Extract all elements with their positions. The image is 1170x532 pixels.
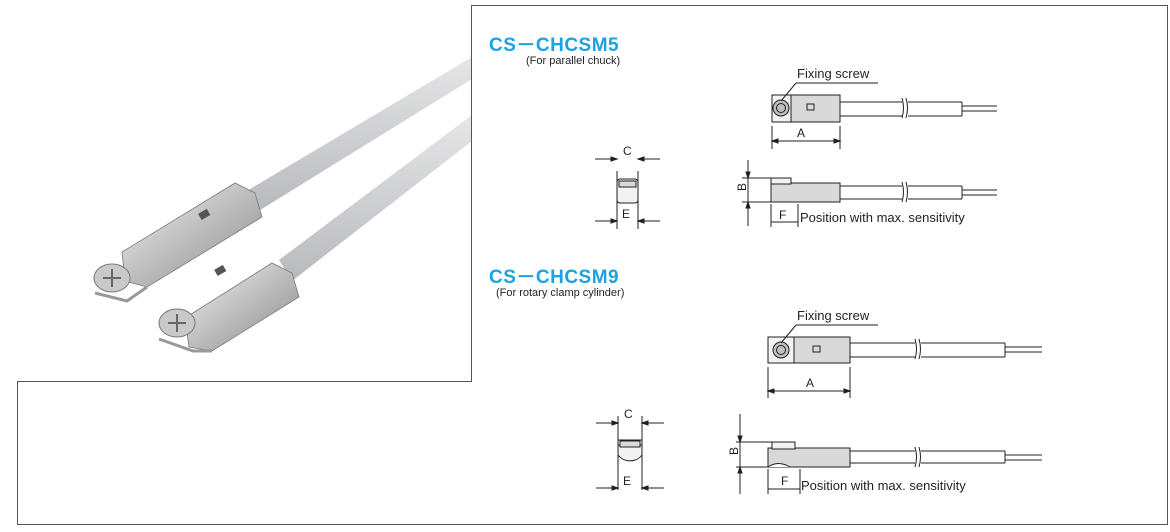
chcsm9-position-note: Position with max. sensitivity: [801, 478, 966, 493]
model-code-chcsm9: CS－CHCSM9: [489, 267, 620, 288]
chcsm9-side-view: [736, 414, 1042, 494]
product-photo: [17, 5, 472, 382]
chcsm5-dim-a: A: [797, 126, 805, 140]
chcsm9-dim-f: F: [781, 474, 788, 488]
sensor-photo-illustration: [93, 57, 471, 353]
chcsm9-top-view: [766, 324, 1042, 398]
model-code-chcsm5: CS－CHCSM5: [489, 35, 620, 56]
model-application-chcsm5: (For parallel chuck): [526, 55, 621, 67]
chcsm5-dim-f: F: [779, 208, 786, 222]
cable-lower: [279, 115, 471, 281]
chcsm5-end-view: [595, 156, 660, 229]
chcsm9-dim-c: C: [624, 407, 633, 421]
chcsm9-fixing-screw-label: Fixing screw: [797, 308, 870, 323]
chcsm5-dim-e: E: [622, 207, 630, 221]
cable-upper: [245, 57, 471, 212]
chcsm9-dim-a: A: [806, 376, 814, 390]
chcsm9-end-view: [596, 416, 664, 491]
indicator-window-lower: [214, 264, 227, 276]
chcsm5-dim-c: C: [623, 144, 632, 158]
model-application-chcsm9: (For rotary clamp cylinder): [496, 287, 625, 299]
chcsm5-top-view: [770, 82, 997, 149]
indicator-window-upper: [198, 208, 211, 220]
chcsm5-dim-b: B: [735, 183, 749, 191]
sensor-body-lower: [184, 262, 300, 352]
screw-cross-upper: [103, 269, 121, 287]
chcsm5-fixing-screw-label: Fixing screw: [797, 66, 870, 81]
chcsm9-dim-e: E: [623, 474, 631, 488]
chcsm5-side-view: [742, 160, 997, 227]
chcsm5-position-note: Position with max. sensitivity: [800, 210, 965, 225]
chcsm9-dim-b: B: [727, 447, 741, 455]
